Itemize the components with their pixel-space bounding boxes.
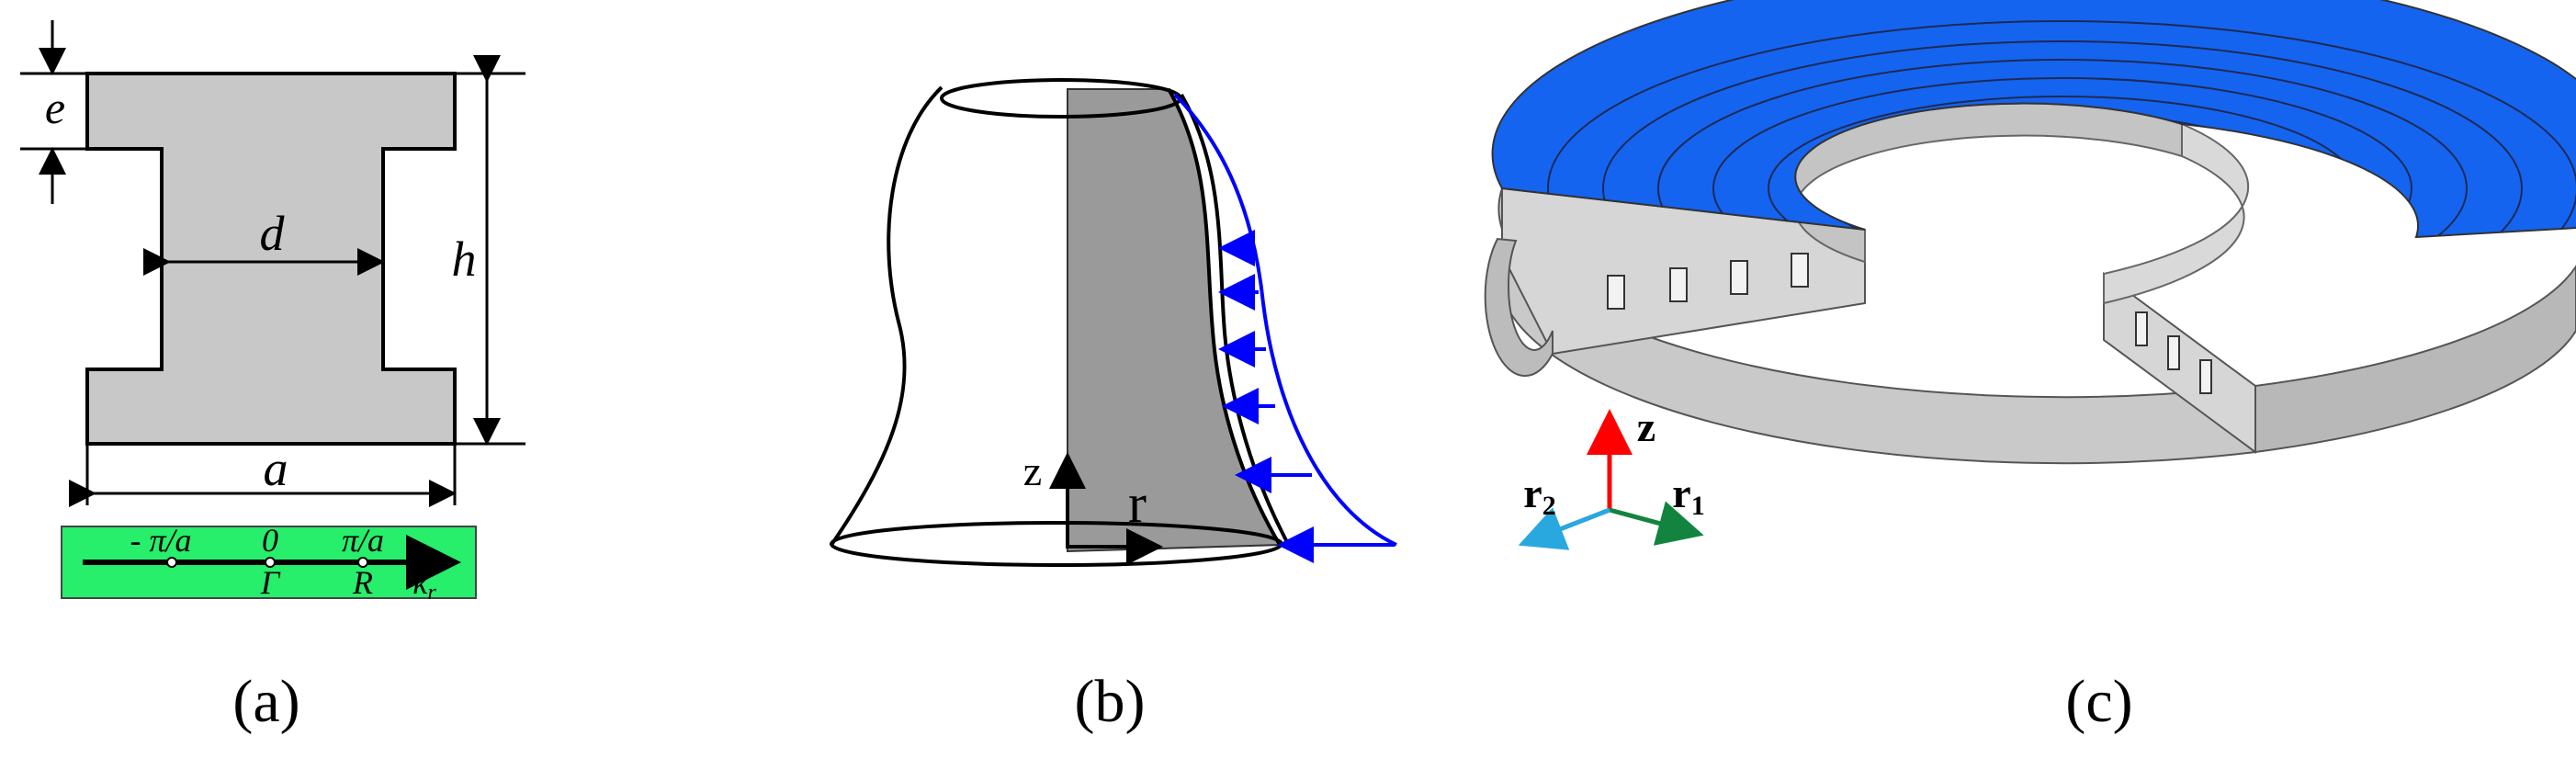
dim-e-label: e [45, 82, 65, 133]
shell-left-profile [830, 85, 943, 547]
axis-r-label-b: r [1128, 473, 1147, 534]
k-label-r: R [352, 564, 373, 601]
disc-top-surface [1491, 0, 2576, 239]
axis-r2-main: r [1523, 470, 1542, 516]
caption-c: (c) [2065, 668, 2132, 735]
disc-body-right-rim [2254, 265, 2576, 454]
k-label-minus-pi-a: - π/a [130, 522, 191, 559]
k-label-gamma: Γ [260, 564, 281, 601]
dim-d-label: d [260, 206, 286, 261]
left-cut-slots [1607, 253, 1809, 310]
panel-a: e d h a - π/a 0 π/a Γ R kr (a) [20, 20, 525, 735]
dim-a-label: a [264, 441, 288, 496]
k-label-k: k [412, 564, 428, 601]
axis-r1-label-c: r1 [1672, 470, 1704, 521]
axis-r1-sub: 1 [1691, 491, 1705, 521]
k-point-gamma [265, 557, 276, 568]
axis-r1-main: r [1672, 470, 1690, 516]
k-label-sub: r [427, 581, 436, 605]
k-point-r [357, 557, 368, 568]
left-cut-lower-step [1484, 237, 1554, 378]
axis-r2-label-c: r2 [1523, 470, 1555, 521]
k-point-minus-pi [166, 557, 177, 568]
axis-z-label-b: z [1023, 447, 1042, 494]
k-label-pi-a: π/a [342, 522, 384, 559]
axis-r1-arrow-c [1609, 501, 1704, 546]
panel-c: z r1 r2 (c) [1484, 0, 2576, 735]
k-label-zero: 0 [262, 522, 278, 559]
hole-inner-wall-right [2103, 122, 2250, 305]
k-label-kr: kr [412, 564, 436, 605]
pressure-curve [1173, 93, 1397, 547]
axis-r2-sub: 2 [1542, 491, 1556, 521]
right-cut-slots [2135, 311, 2212, 394]
caption-a: (a) [232, 668, 299, 735]
dim-h-label: h [452, 232, 477, 287]
axis-z-label-c: z [1637, 403, 1655, 450]
caption-b: (b) [1075, 668, 1146, 735]
axis-r2-arrow-c [1518, 507, 1610, 550]
panel-b: z r (b) [830, 78, 1397, 735]
